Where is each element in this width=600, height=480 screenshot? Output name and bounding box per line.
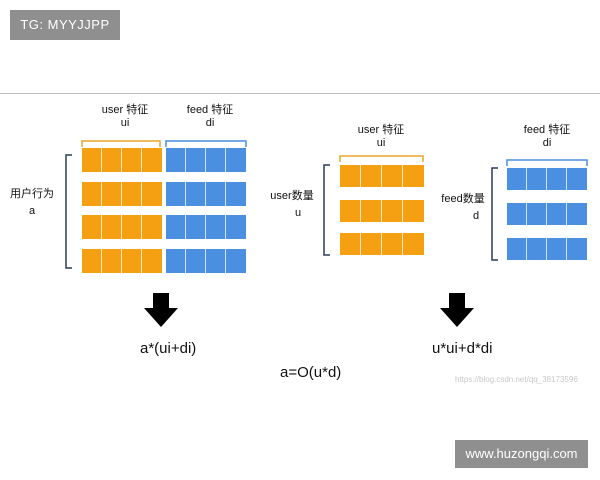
divider-line	[0, 93, 600, 94]
right-feed-feature-label: feed 特征	[523, 124, 571, 136]
middle-row-1-cells	[340, 165, 424, 187]
left-behavior-label: 用户行为	[10, 188, 54, 200]
left-feed-feature-bracket	[165, 140, 247, 147]
left-feed-feature-label: feed 特征	[186, 104, 234, 116]
right-row-2-cells	[507, 203, 587, 225]
right-row-3-cells	[507, 238, 587, 260]
left-cost-formula: a*(ui+di)	[140, 340, 197, 357]
right-feed-feature-sub: di	[542, 137, 552, 149]
left-row-1-user-cells	[82, 148, 162, 172]
middle-user-count-bracket	[323, 164, 330, 256]
blog-url-watermark: https://blog.csdn.net/qq_38173596	[455, 375, 578, 384]
right-feed-count-bracket	[491, 167, 498, 261]
down-arrow-icon	[440, 293, 474, 327]
left-row-2-user-cells	[82, 182, 162, 206]
right-row-1-cells	[507, 168, 587, 190]
left-row-4-user-cells	[82, 249, 162, 273]
middle-user-count-label: user数量	[270, 190, 314, 202]
left-row-1-feed-cells	[166, 148, 246, 172]
tg-watermark-badge: TG: MYYJJPP	[10, 10, 120, 40]
middle-user-feature-bracket	[339, 155, 424, 162]
middle-row-2-cells	[340, 200, 424, 222]
left-behavior-sub: a	[28, 205, 36, 217]
left-row-3-user-cells	[82, 215, 162, 239]
left-row-3-feed-cells	[166, 215, 246, 239]
middle-user-count-sub: u	[294, 207, 302, 219]
left-user-feature-sub: ui	[120, 117, 130, 129]
left-feed-feature-sub: di	[205, 117, 215, 129]
right-feed-count-sub: d	[472, 210, 480, 222]
middle-row-3-cells	[340, 233, 424, 255]
right-cost-formula: u*ui+d*di	[432, 340, 493, 357]
left-behavior-bracket	[65, 154, 72, 269]
left-user-feature-label: user 特征	[101, 104, 149, 116]
middle-user-feature-sub: ui	[376, 137, 386, 149]
complexity-formula: a=O(u*d)	[280, 364, 342, 381]
left-row-4-feed-cells	[166, 249, 246, 273]
right-feed-feature-bracket	[506, 159, 588, 166]
middle-user-feature-label: user 特征	[357, 124, 405, 136]
right-feed-count-label: feed数量	[441, 193, 485, 205]
down-arrow-icon	[144, 293, 178, 327]
site-watermark-badge: www.huzongqi.com	[455, 440, 588, 468]
left-user-feature-bracket	[81, 140, 161, 147]
left-row-2-feed-cells	[166, 182, 246, 206]
